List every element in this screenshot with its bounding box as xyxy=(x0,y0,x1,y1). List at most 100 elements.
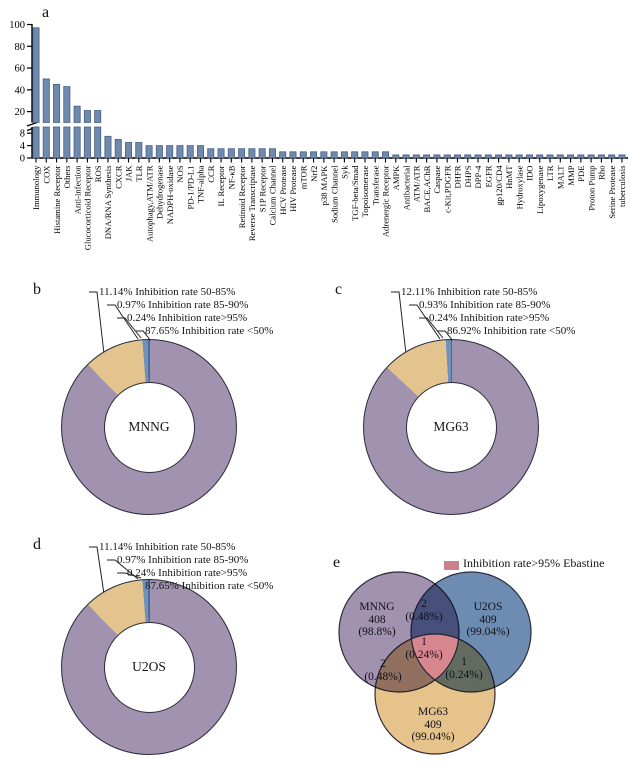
venn-mnng-name: MNNG xyxy=(359,601,395,613)
category-label: IL Receptor xyxy=(216,165,226,206)
venn-label-u2os: U2OS 409 (99.04%) xyxy=(466,601,509,639)
bar xyxy=(94,110,102,123)
y-tick-label: 20 xyxy=(15,107,26,118)
donut-chart-mnng: MNNG xyxy=(61,339,237,515)
category-label: Anti-infection xyxy=(72,165,82,214)
venn-left-pct: (0.48%) xyxy=(364,670,402,683)
category-label: Immunology xyxy=(31,165,41,210)
bar xyxy=(73,105,81,123)
donut-center-label-mnng: MNNG xyxy=(128,419,170,434)
category-label: p38 MAPK xyxy=(319,165,329,206)
legend-label: Inhibition rate>95% Ebastine xyxy=(463,556,605,570)
callout-c-gt95: 0.24% Inhibition rate>95% xyxy=(429,312,550,324)
donut-hole-u2os: U2OS xyxy=(103,621,195,713)
category-label: PDE xyxy=(576,166,586,182)
bar xyxy=(32,27,40,123)
category-label: Nrf2 xyxy=(309,166,319,182)
axis-break-mark xyxy=(26,121,38,127)
category-label: TGF-beta/Smad xyxy=(350,165,360,221)
venn-label-overlap-left: 2 (0.48%) xyxy=(364,658,401,683)
venn-mnng-count: 408 xyxy=(368,613,386,626)
category-label: Glucocorticoid Receptor xyxy=(83,165,93,250)
donut-chart-u2os: U2OS xyxy=(61,579,237,755)
category-label: NADPH-oxidase xyxy=(165,165,175,224)
category-label: LTR xyxy=(545,165,555,181)
category-label: Serine Protease xyxy=(607,165,617,218)
venn-center-pct: (0.24%) xyxy=(405,648,443,661)
category-label: HIV Protease xyxy=(288,165,298,212)
category-label: Calcium Channel xyxy=(268,165,278,226)
category-label: mTOR xyxy=(298,165,308,189)
category-label: Antibacterial xyxy=(401,165,411,210)
category-label: TNF-alpha xyxy=(196,165,206,203)
category-label: c-Kit,PDGFR xyxy=(442,165,452,213)
category-label: MALT xyxy=(555,165,565,189)
category-label: DPP-4 xyxy=(473,165,483,189)
category-label: AMPK xyxy=(391,165,401,191)
category-label: PD-1/PD-L1 xyxy=(185,166,195,210)
callout-d-85-90: 0.97% Inhibition rate 85-90% xyxy=(117,554,249,566)
category-label: IDO xyxy=(525,166,535,181)
leader-line-c xyxy=(409,304,441,340)
callout-c-85-90: 0.93% Inhibition rate 85-90% xyxy=(419,299,551,311)
venn-mg63-count: 409 xyxy=(424,718,442,731)
category-label: EGFR xyxy=(484,165,494,187)
category-label: Dehydrogenase xyxy=(155,165,165,219)
callout-b-lt50: 87.65% Inhibition rate <50% xyxy=(145,325,274,337)
category-label: TLR xyxy=(134,165,144,181)
leader-line-d xyxy=(107,559,139,580)
y-tick-label: 100 xyxy=(9,20,25,31)
callout-b-85-90: 0.97% Inhibition rate 85-90% xyxy=(117,299,249,311)
panel-label-b: b xyxy=(33,281,41,298)
category-label: Caspase xyxy=(432,165,442,193)
y-tick-label: 4 xyxy=(20,141,26,152)
leader-line-d xyxy=(117,572,142,579)
callout-b-50-85: 11.14% Inhibition rate 50-85% xyxy=(99,286,236,298)
venn-center-region xyxy=(410,633,460,681)
category-label: Topoisomerase xyxy=(360,165,370,217)
category-label: Syk xyxy=(340,165,350,179)
bar xyxy=(83,110,91,123)
venn-right-pct: (0.24%) xyxy=(445,668,483,681)
donut-hole-mnng: MNNG xyxy=(103,381,195,473)
venn-mg63-pct: (99.04%) xyxy=(411,731,455,743)
venn-mg63-name: MG63 xyxy=(417,706,449,718)
category-label: HnMT xyxy=(504,165,514,189)
legend-swatch xyxy=(444,561,459,570)
category-label: Histamine Receptor xyxy=(52,165,62,234)
callout-b-gt95: 0.24% Inhibition rate>95% xyxy=(127,312,248,324)
panel-label-a: a xyxy=(42,4,50,21)
leader-line-c xyxy=(391,291,407,355)
y-tick-label: 0 xyxy=(20,154,25,165)
venn-u2os-pct: (99.04%) xyxy=(466,626,510,638)
category-label: Rho xyxy=(597,166,607,180)
category-label: Others xyxy=(62,165,72,189)
venn-label-mnng: MNNG 408 (98.8%) xyxy=(358,601,395,639)
donut-center-label-mg63: MG63 xyxy=(433,419,469,434)
category-label: gp120/CD4 xyxy=(494,165,504,206)
category-label: DNA/RNA Synthesis xyxy=(103,165,113,239)
category-label: ROS xyxy=(93,165,103,182)
category-label: HCV Protease xyxy=(278,165,288,214)
venn-label-overlap-center: 1 (0.24%) xyxy=(405,636,442,661)
callout-c-50-85: 12.11% Inhibition rate 50-85% xyxy=(401,286,538,298)
category-label: CXCR xyxy=(113,165,123,189)
venn-u2os-name: U2OS xyxy=(473,601,503,613)
panel-label-e: e xyxy=(333,554,341,571)
leader-line-b xyxy=(107,304,139,340)
callout-d-lt50: 87.65% Inhibition rate <50% xyxy=(145,580,274,592)
category-label: Adrenergic Receptor xyxy=(381,165,391,237)
category-label: BACE,AChR xyxy=(422,165,432,212)
category-label: Proton Pump xyxy=(586,166,596,211)
category-label: tuberculosis xyxy=(617,165,627,207)
category-label: CCR xyxy=(206,165,216,182)
venn-label-overlap-right: 1 (0.24%) xyxy=(445,656,482,681)
y-tick-label: 60 xyxy=(15,64,26,75)
venn-u2os-count: 409 xyxy=(479,613,497,626)
venn-label-overlap-top: 2 (0.48%) xyxy=(405,598,442,623)
y-tick-label: 40 xyxy=(15,85,26,96)
venn-top-pct: (0.48%) xyxy=(405,610,443,623)
callout-d-gt95: 0.24% Inhibition rate>95% xyxy=(127,567,248,579)
